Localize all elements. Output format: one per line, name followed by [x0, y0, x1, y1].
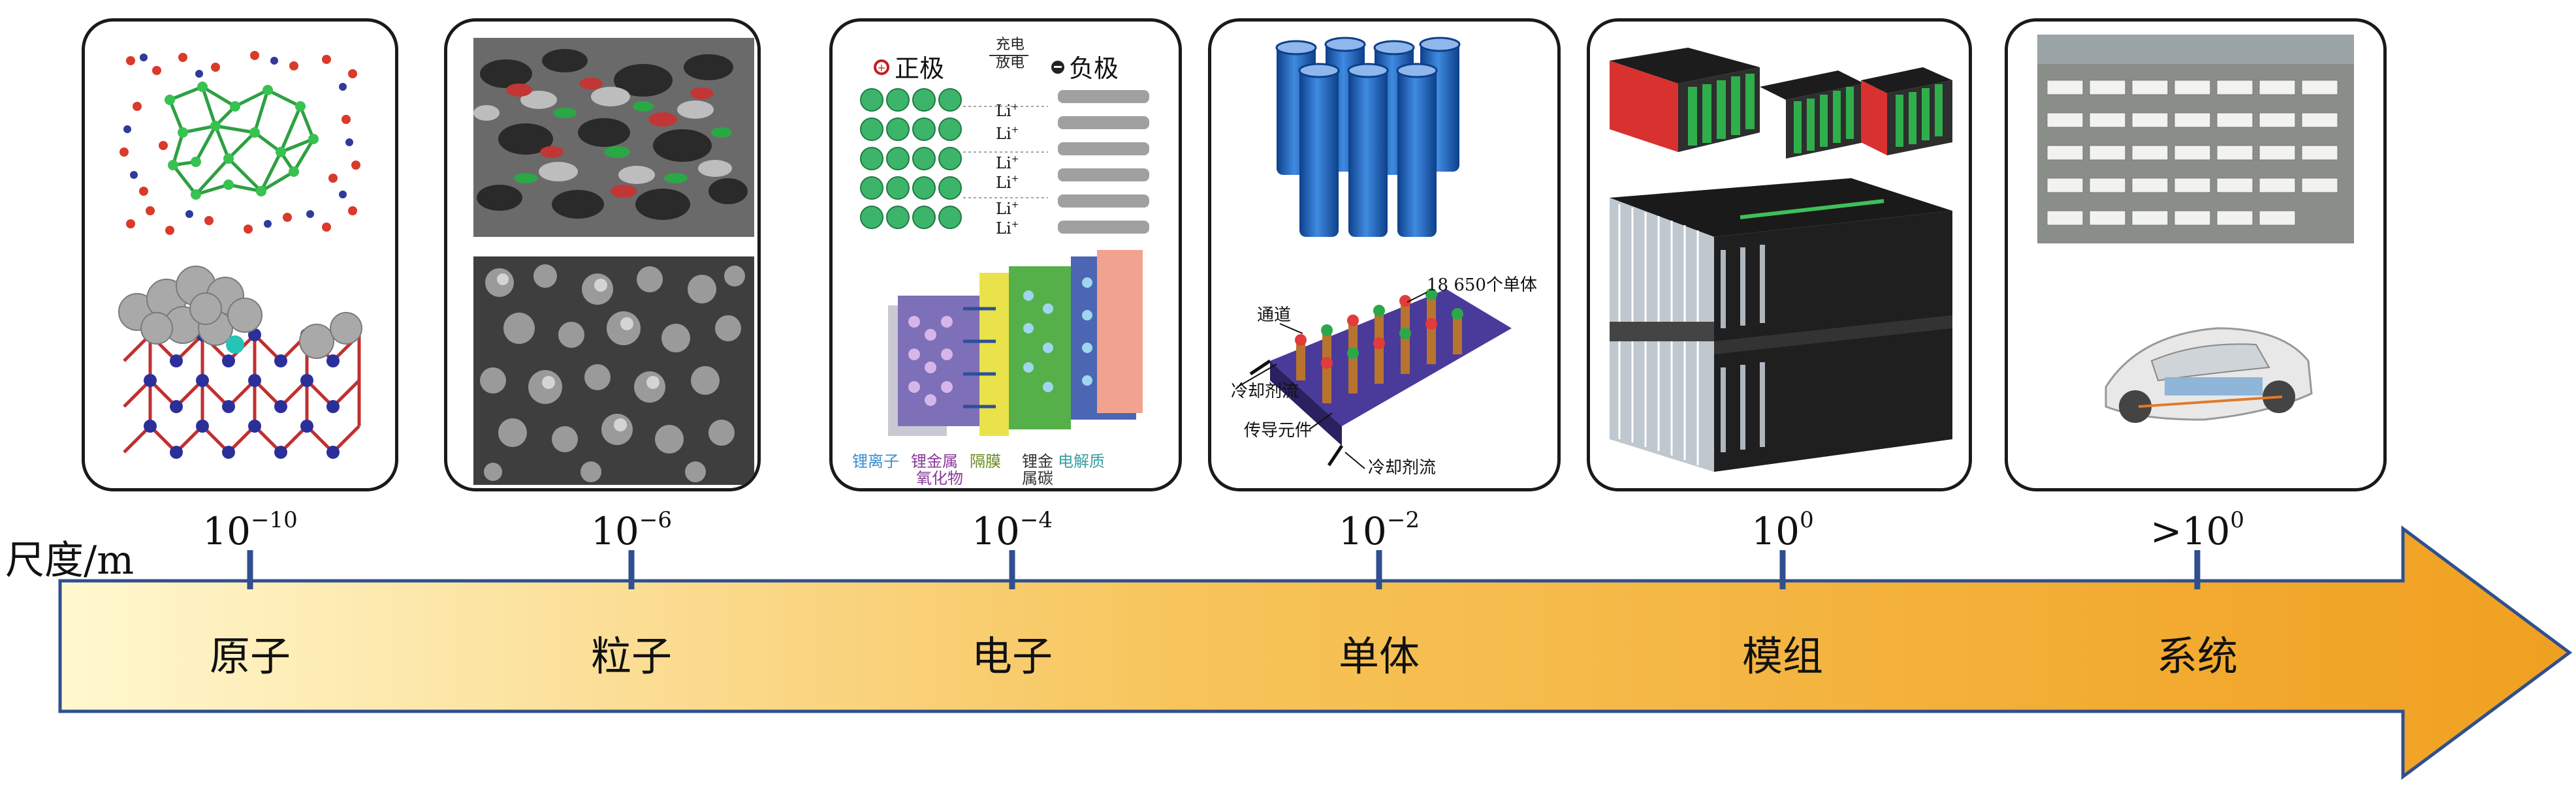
layer-graphite-label-1: 锂金: [1022, 452, 1053, 471]
tick-label: 10−6: [591, 506, 672, 553]
svg-text:Li+: Li+: [996, 154, 1019, 172]
layer-metal-oxide-label-1: 锂金属: [911, 452, 958, 471]
electrode-panel: + 正极 充电 放电 负极 Li+ Li+ Li+ Li+ Li+ Li+: [829, 18, 1182, 491]
tick-mark: [247, 550, 253, 589]
tick-label: >100: [2150, 506, 2245, 553]
tick-mark: [628, 550, 635, 589]
electrode-diagram: + 正极 充电 放电 负极 Li+ Li+ Li+ Li+ Li+ Li+: [852, 37, 1149, 487]
layer-metal-oxide-label-2: 氧化物: [916, 469, 963, 487]
stage-label-atom: 原子: [209, 632, 291, 680]
atom-panel: [82, 18, 398, 491]
layer-lithium-ion-label: 锂离子: [852, 452, 899, 471]
tick-label: 10−10: [202, 506, 298, 553]
stage-label-particle: 粒子: [590, 632, 673, 680]
anode-label: 负极: [1069, 54, 1119, 83]
cell-panel: 通道 18 650个单体 冷却剂流 传导元件 冷却剂流: [1208, 18, 1561, 491]
tick-mark: [2194, 550, 2201, 589]
tick-mark: [1009, 550, 1015, 589]
stage-label-system: 系统: [2156, 632, 2238, 680]
svg-text:+: +: [877, 61, 885, 74]
cells-count-label: 18 650个单体: [1427, 275, 1537, 295]
stage-label-module: 模组: [1741, 632, 1824, 680]
svg-text:Li+: Li+: [996, 174, 1019, 192]
layer-graphite-label-2: 属碳: [1022, 469, 1053, 487]
tick-label: 10−4: [972, 506, 1053, 553]
layer-electrolyte-label: 电解质: [1058, 452, 1105, 471]
particle-micrograph-image: [473, 38, 754, 485]
tick-mark: [1376, 550, 1382, 589]
svg-text:Li+: Li+: [996, 219, 1019, 238]
tick-label: 100: [1751, 506, 1814, 553]
battery-module-image: [1610, 48, 1952, 472]
module-panel: [1587, 18, 1972, 491]
coolant-label-top: 冷却剂流: [1231, 382, 1299, 401]
coolant-label-bottom: 冷却剂流: [1368, 458, 1436, 478]
charge-label: 充电: [996, 37, 1025, 53]
layer-separator-label: 隔膜: [970, 452, 1001, 471]
cathode-label: 正极: [895, 54, 944, 83]
svg-text:Li+: Li+: [996, 125, 1019, 143]
scale-axis-label: 尺度/m: [5, 538, 135, 583]
tick-mark: [1779, 550, 1786, 589]
stage-label-cell: 单体: [1338, 632, 1420, 680]
battery-system-image: [2037, 35, 2354, 423]
discharge-label: 放电: [996, 55, 1025, 71]
atomic-structure-image: [118, 48, 362, 459]
system-panel: [2005, 18, 2387, 491]
channel-label: 通道: [1257, 305, 1291, 325]
svg-text:Li+: Li+: [996, 200, 1019, 218]
cell-diagram: 通道 18 650个单体 冷却剂流 传导元件 冷却剂流: [1231, 37, 1537, 478]
stage-label-electron: 电子: [971, 632, 1053, 680]
particle-panel: [444, 18, 761, 491]
tick-label: 10−2: [1339, 506, 1420, 553]
conductor-label: 传导元件: [1244, 421, 1312, 441]
